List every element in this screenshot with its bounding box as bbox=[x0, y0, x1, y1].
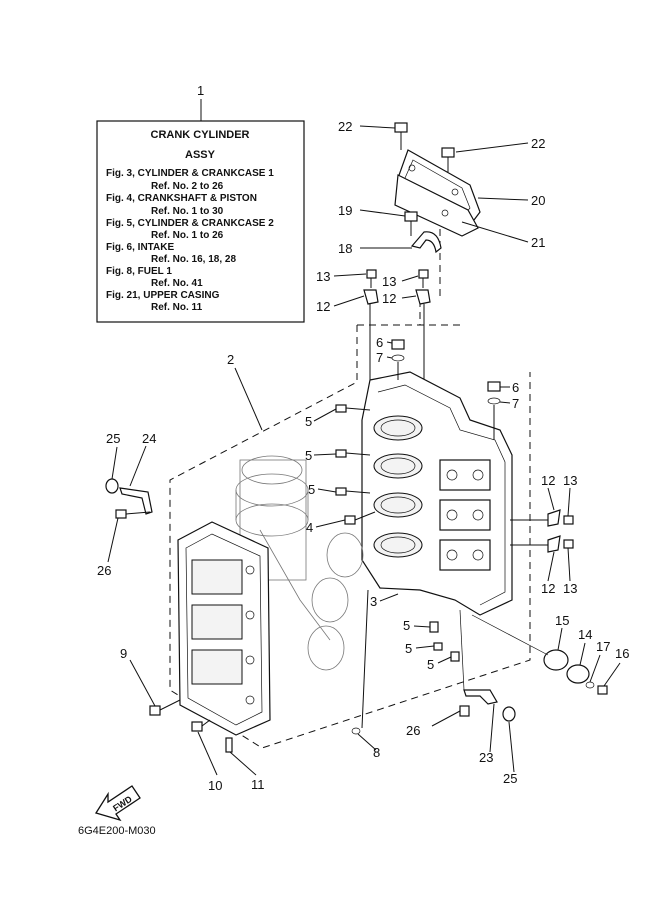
callout-19: 19 bbox=[338, 203, 352, 218]
callout-12: 12 bbox=[541, 581, 555, 596]
head-cover-assembly bbox=[394, 122, 481, 254]
callout-26: 26 bbox=[97, 563, 111, 578]
crankcase-half bbox=[105, 478, 271, 753]
callout-2: 2 bbox=[227, 352, 234, 367]
box-line: Fig. 21, UPPER CASING bbox=[106, 290, 220, 301]
fwd-arrow-icon: FWD bbox=[94, 785, 141, 822]
callout-18: 18 bbox=[338, 241, 352, 256]
callout-11: 11 bbox=[251, 777, 265, 792]
callout-16: 16 bbox=[615, 646, 629, 661]
callout-3: 3 bbox=[370, 594, 377, 609]
callout-5: 5 bbox=[427, 657, 434, 672]
callout-6: 6 bbox=[512, 380, 519, 395]
box-line: Ref. No. 2 to 26 bbox=[151, 181, 224, 192]
callout-10: 10 bbox=[208, 778, 222, 793]
cylinder-block bbox=[335, 339, 608, 735]
leader-lines bbox=[107, 125, 621, 776]
reference-box: 1 CRANK CYLINDER ASSY Fig. 3, CYLINDER &… bbox=[96, 83, 305, 323]
callout-24: 24 bbox=[142, 431, 156, 446]
callout-23: 23 bbox=[479, 750, 493, 765]
callout-5: 5 bbox=[305, 414, 312, 429]
callout-9: 9 bbox=[120, 646, 127, 661]
callout-1: 1 bbox=[197, 83, 204, 98]
box-line: Ref. No. 41 bbox=[151, 278, 203, 289]
callout-25: 25 bbox=[503, 771, 517, 786]
callout-5: 5 bbox=[405, 641, 412, 656]
top-fasteners bbox=[363, 269, 431, 380]
callout-15: 15 bbox=[555, 613, 569, 628]
callout-13: 13 bbox=[563, 473, 577, 488]
callout-25: 25 bbox=[106, 431, 120, 446]
box-line: Fig. 8, FUEL 1 bbox=[106, 266, 172, 277]
box-line: Ref. No. 11 bbox=[151, 302, 203, 313]
callout-26: 26 bbox=[406, 723, 420, 738]
callout-5: 5 bbox=[403, 618, 410, 633]
box-line: Ref. No. 16, 18, 28 bbox=[151, 254, 236, 265]
callout-12: 12 bbox=[316, 299, 330, 314]
box-line: Ref. No. 1 to 30 bbox=[151, 206, 224, 217]
callout-21: 21 bbox=[531, 235, 545, 250]
box-line: Fig. 6, INTAKE bbox=[106, 242, 174, 253]
box-line: Fig. 4, CRANKSHAFT & PISTON bbox=[106, 193, 257, 204]
box-line: Ref. No. 1 to 26 bbox=[151, 230, 224, 241]
crankshaft-ghost bbox=[235, 455, 364, 671]
callouts: 22 22 20 19 21 18 13 13 12 12 6 7 6 7 2 … bbox=[97, 119, 629, 793]
callout-13: 13 bbox=[382, 274, 396, 289]
callout-13: 13 bbox=[563, 581, 577, 596]
box-line: Fig. 3, CYLINDER & CRANKCASE 1 bbox=[106, 168, 274, 179]
callout-20: 20 bbox=[531, 193, 545, 208]
callout-12: 12 bbox=[382, 291, 396, 306]
callout-7: 7 bbox=[512, 396, 519, 411]
callout-13: 13 bbox=[316, 269, 330, 284]
callout-22: 22 bbox=[531, 136, 545, 151]
callout-12: 12 bbox=[541, 473, 555, 488]
box-line: Fig. 5, CYLINDER & CRANKCASE 2 bbox=[106, 218, 274, 229]
diagram-code: 6G4E200-M030 bbox=[78, 825, 156, 837]
callout-5: 5 bbox=[305, 448, 312, 463]
callout-6: 6 bbox=[376, 335, 383, 350]
callout-5: 5 bbox=[308, 482, 315, 497]
callout-22: 22 bbox=[338, 119, 352, 134]
callout-4: 4 bbox=[306, 520, 313, 535]
callout-8: 8 bbox=[373, 745, 380, 760]
callout-14: 14 bbox=[578, 627, 592, 642]
callout-7: 7 bbox=[376, 350, 383, 365]
callout-17: 17 bbox=[596, 639, 610, 654]
box-title: CRANK CYLINDER bbox=[151, 129, 250, 141]
box-subtitle: ASSY bbox=[185, 149, 216, 161]
